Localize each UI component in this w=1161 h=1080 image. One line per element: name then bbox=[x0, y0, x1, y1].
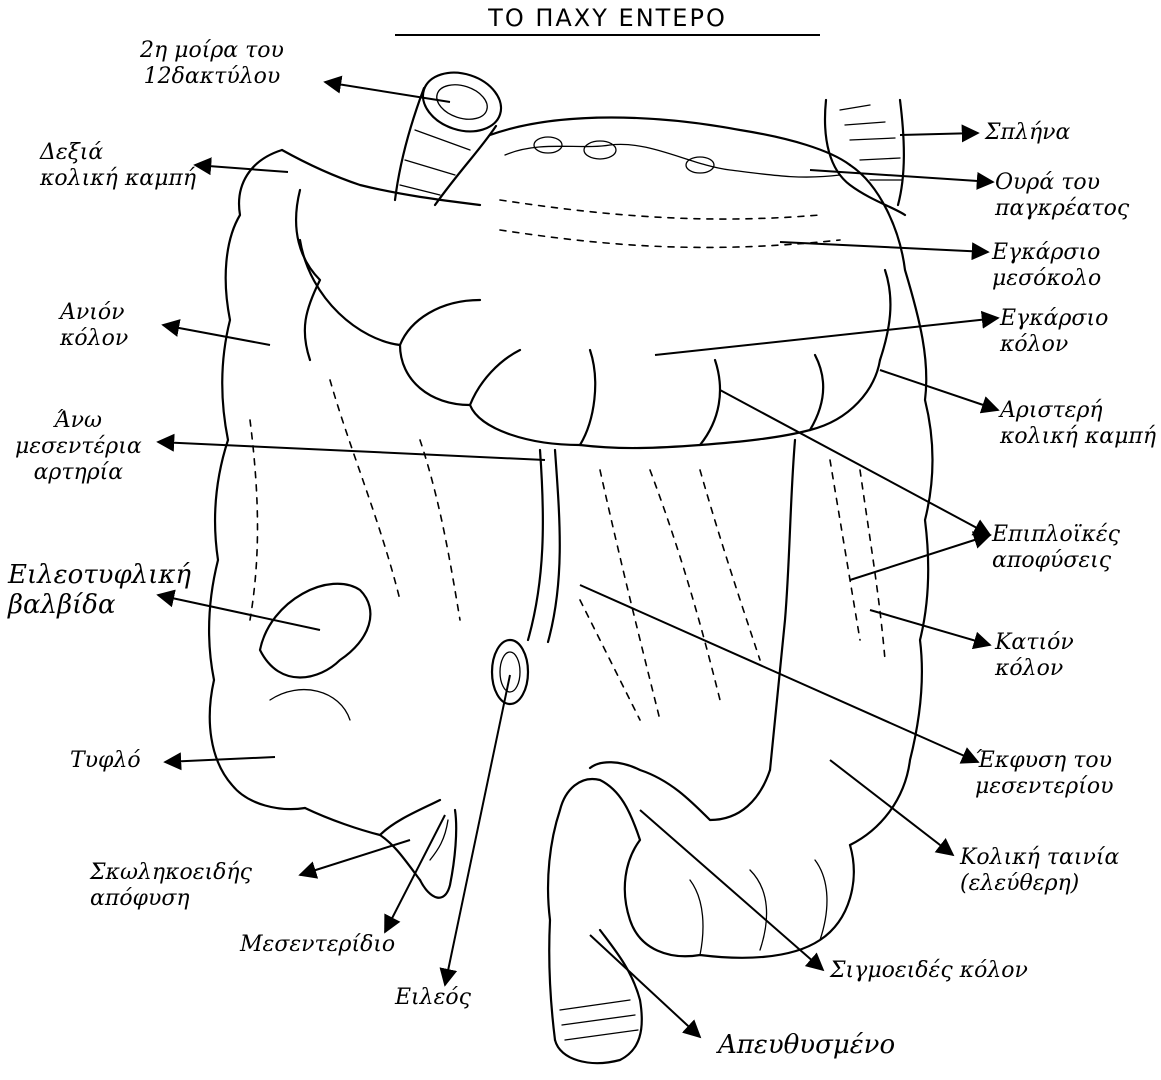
label-appendix: Σκωληκοειδής απόφυση bbox=[90, 860, 252, 912]
label-sigmoid-colon: Σιγμοειδές κόλον bbox=[830, 958, 1028, 984]
label-left-colic-flexure: Αριστερή κολική καμπή bbox=[1000, 398, 1156, 450]
label-pancreas-tail: Ουρά του παγκρέατος bbox=[995, 170, 1129, 222]
page-title: ΤΟ ΠΑΧΥ ΕΝΤΕΡΟ bbox=[395, 4, 820, 36]
label-cecum: Τυφλό bbox=[70, 748, 141, 774]
label-mesoappendix: Μεσεντερίδιο bbox=[240, 932, 395, 958]
label-spleen: Σπλήνα bbox=[985, 120, 1070, 146]
label-taenia-coli: Κολική ταινία (ελεύθερη) bbox=[960, 845, 1119, 897]
label-transverse-mesocolon: Εγκάρσιο μεσόκολο bbox=[992, 240, 1101, 292]
label-mesentery-root: Έκφυση του μεσεντερίου bbox=[975, 748, 1113, 800]
colon-outline bbox=[209, 150, 932, 1063]
label-epiploic-appendices: Επιπλοϊκές αποφύσεις bbox=[992, 522, 1120, 574]
transverse-mesocolon-shape bbox=[490, 118, 850, 248]
label-ileocecal-valve: Ειλεοτυφλική βαλβίδα bbox=[8, 560, 191, 620]
label-descending-colon: Κατιόν κόλον bbox=[995, 630, 1074, 682]
leader-lines bbox=[158, 82, 998, 1037]
label-superior-mesenteric-artery: Άνω μεσεντέρια αρτηρία bbox=[15, 408, 142, 486]
ileocecal-region bbox=[260, 450, 560, 720]
label-ileum: Ειλεός bbox=[395, 985, 471, 1011]
label-duodenum: 2η μοίρα του 12δακτύλου bbox=[140, 38, 284, 90]
label-right-colic-flexure: Δεξιά κολική καμπή bbox=[40, 140, 196, 192]
label-ascending-colon: Ανιόν κόλον bbox=[60, 300, 128, 352]
label-rectum: Απευθυσμένο bbox=[718, 1030, 895, 1060]
label-transverse-colon: Εγκάρσιο κόλον bbox=[1000, 306, 1108, 358]
